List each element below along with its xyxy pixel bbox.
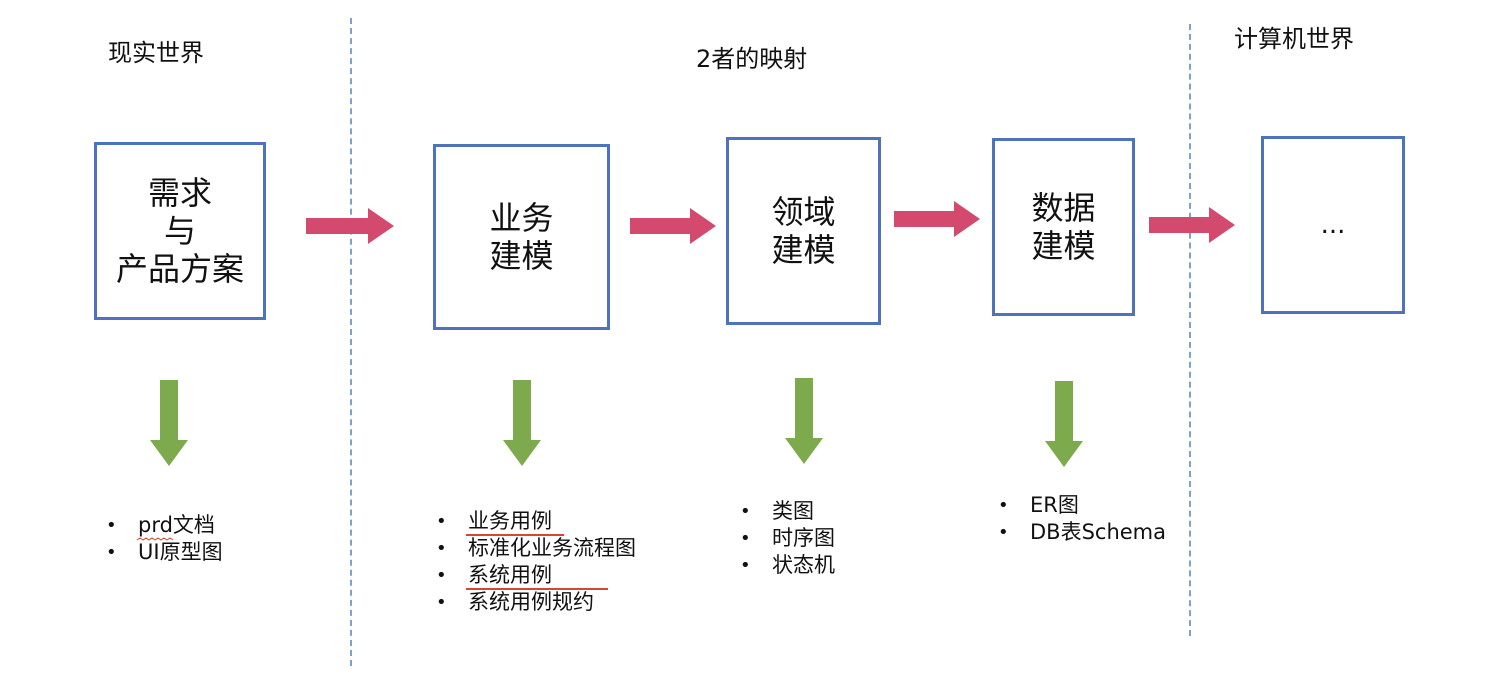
flow-arrow-4 — [1149, 207, 1235, 243]
down-arrow-requirements — [150, 380, 188, 466]
flow-arrow-3 — [894, 201, 980, 237]
section-title-real-world: 现实世界 — [108, 39, 204, 67]
list-item: 时序图 — [740, 525, 835, 552]
data-modeling-box: 数据 建模 — [992, 138, 1135, 316]
requirements-output-list: prd文档 UI原型图 — [106, 512, 223, 566]
data-modeling-box-line-1: 数据 — [1031, 189, 1096, 227]
list-item: 系统用例 — [436, 562, 636, 589]
list-item: 类图 — [740, 498, 835, 525]
domain-modeling-box: 领域 建模 — [726, 137, 881, 325]
list-item: ER图 — [998, 492, 1166, 519]
business-modeling-box-line-2: 建模 — [489, 237, 554, 275]
flow-arrow-2 — [630, 208, 716, 244]
down-arrow-business — [503, 380, 541, 466]
section-title-mapping: 2者的映射 — [696, 45, 808, 73]
list-item: 标准化业务流程图 — [436, 535, 636, 562]
flow-arrow-1 — [306, 208, 394, 244]
section-title-computer-world: 计算机世界 — [1234, 25, 1354, 53]
down-arrow-data — [1045, 381, 1083, 467]
list-item: DB表Schema — [998, 519, 1166, 546]
requirements-box-line-1: 需求 — [147, 174, 212, 212]
divider-right — [1189, 24, 1191, 636]
list-item: UI原型图 — [106, 539, 223, 566]
domain-output-list: 类图 时序图 状态机 — [740, 498, 835, 579]
spellcheck-underline — [137, 537, 174, 541]
more-box: ... — [1261, 136, 1405, 314]
business-modeling-box-line-1: 业务 — [489, 199, 554, 237]
underline-system-use-case — [466, 588, 608, 590]
divider-left — [350, 18, 352, 666]
data-modeling-box-line-2: 建模 — [1031, 227, 1096, 265]
underline-business-use-case — [466, 534, 564, 536]
requirements-box-line-2: 与 — [163, 212, 196, 250]
down-arrow-domain — [785, 378, 823, 464]
list-item: prd文档 — [106, 512, 223, 539]
list-item: 系统用例规约 — [436, 589, 636, 616]
data-output-list: ER图 DB表Schema — [998, 492, 1166, 546]
requirements-box-line-3: 产品方案 — [115, 250, 244, 288]
list-item: 状态机 — [740, 552, 835, 579]
domain-modeling-box-line-1: 领域 — [771, 193, 836, 231]
more-box-text: ... — [1320, 210, 1346, 240]
domain-modeling-box-line-2: 建模 — [771, 231, 836, 269]
list-item: 业务用例 — [436, 508, 636, 535]
business-modeling-box: 业务 建模 — [433, 144, 610, 330]
business-output-list: 业务用例 标准化业务流程图 系统用例 系统用例规约 — [436, 508, 636, 616]
requirements-box: 需求 与 产品方案 — [94, 142, 266, 320]
